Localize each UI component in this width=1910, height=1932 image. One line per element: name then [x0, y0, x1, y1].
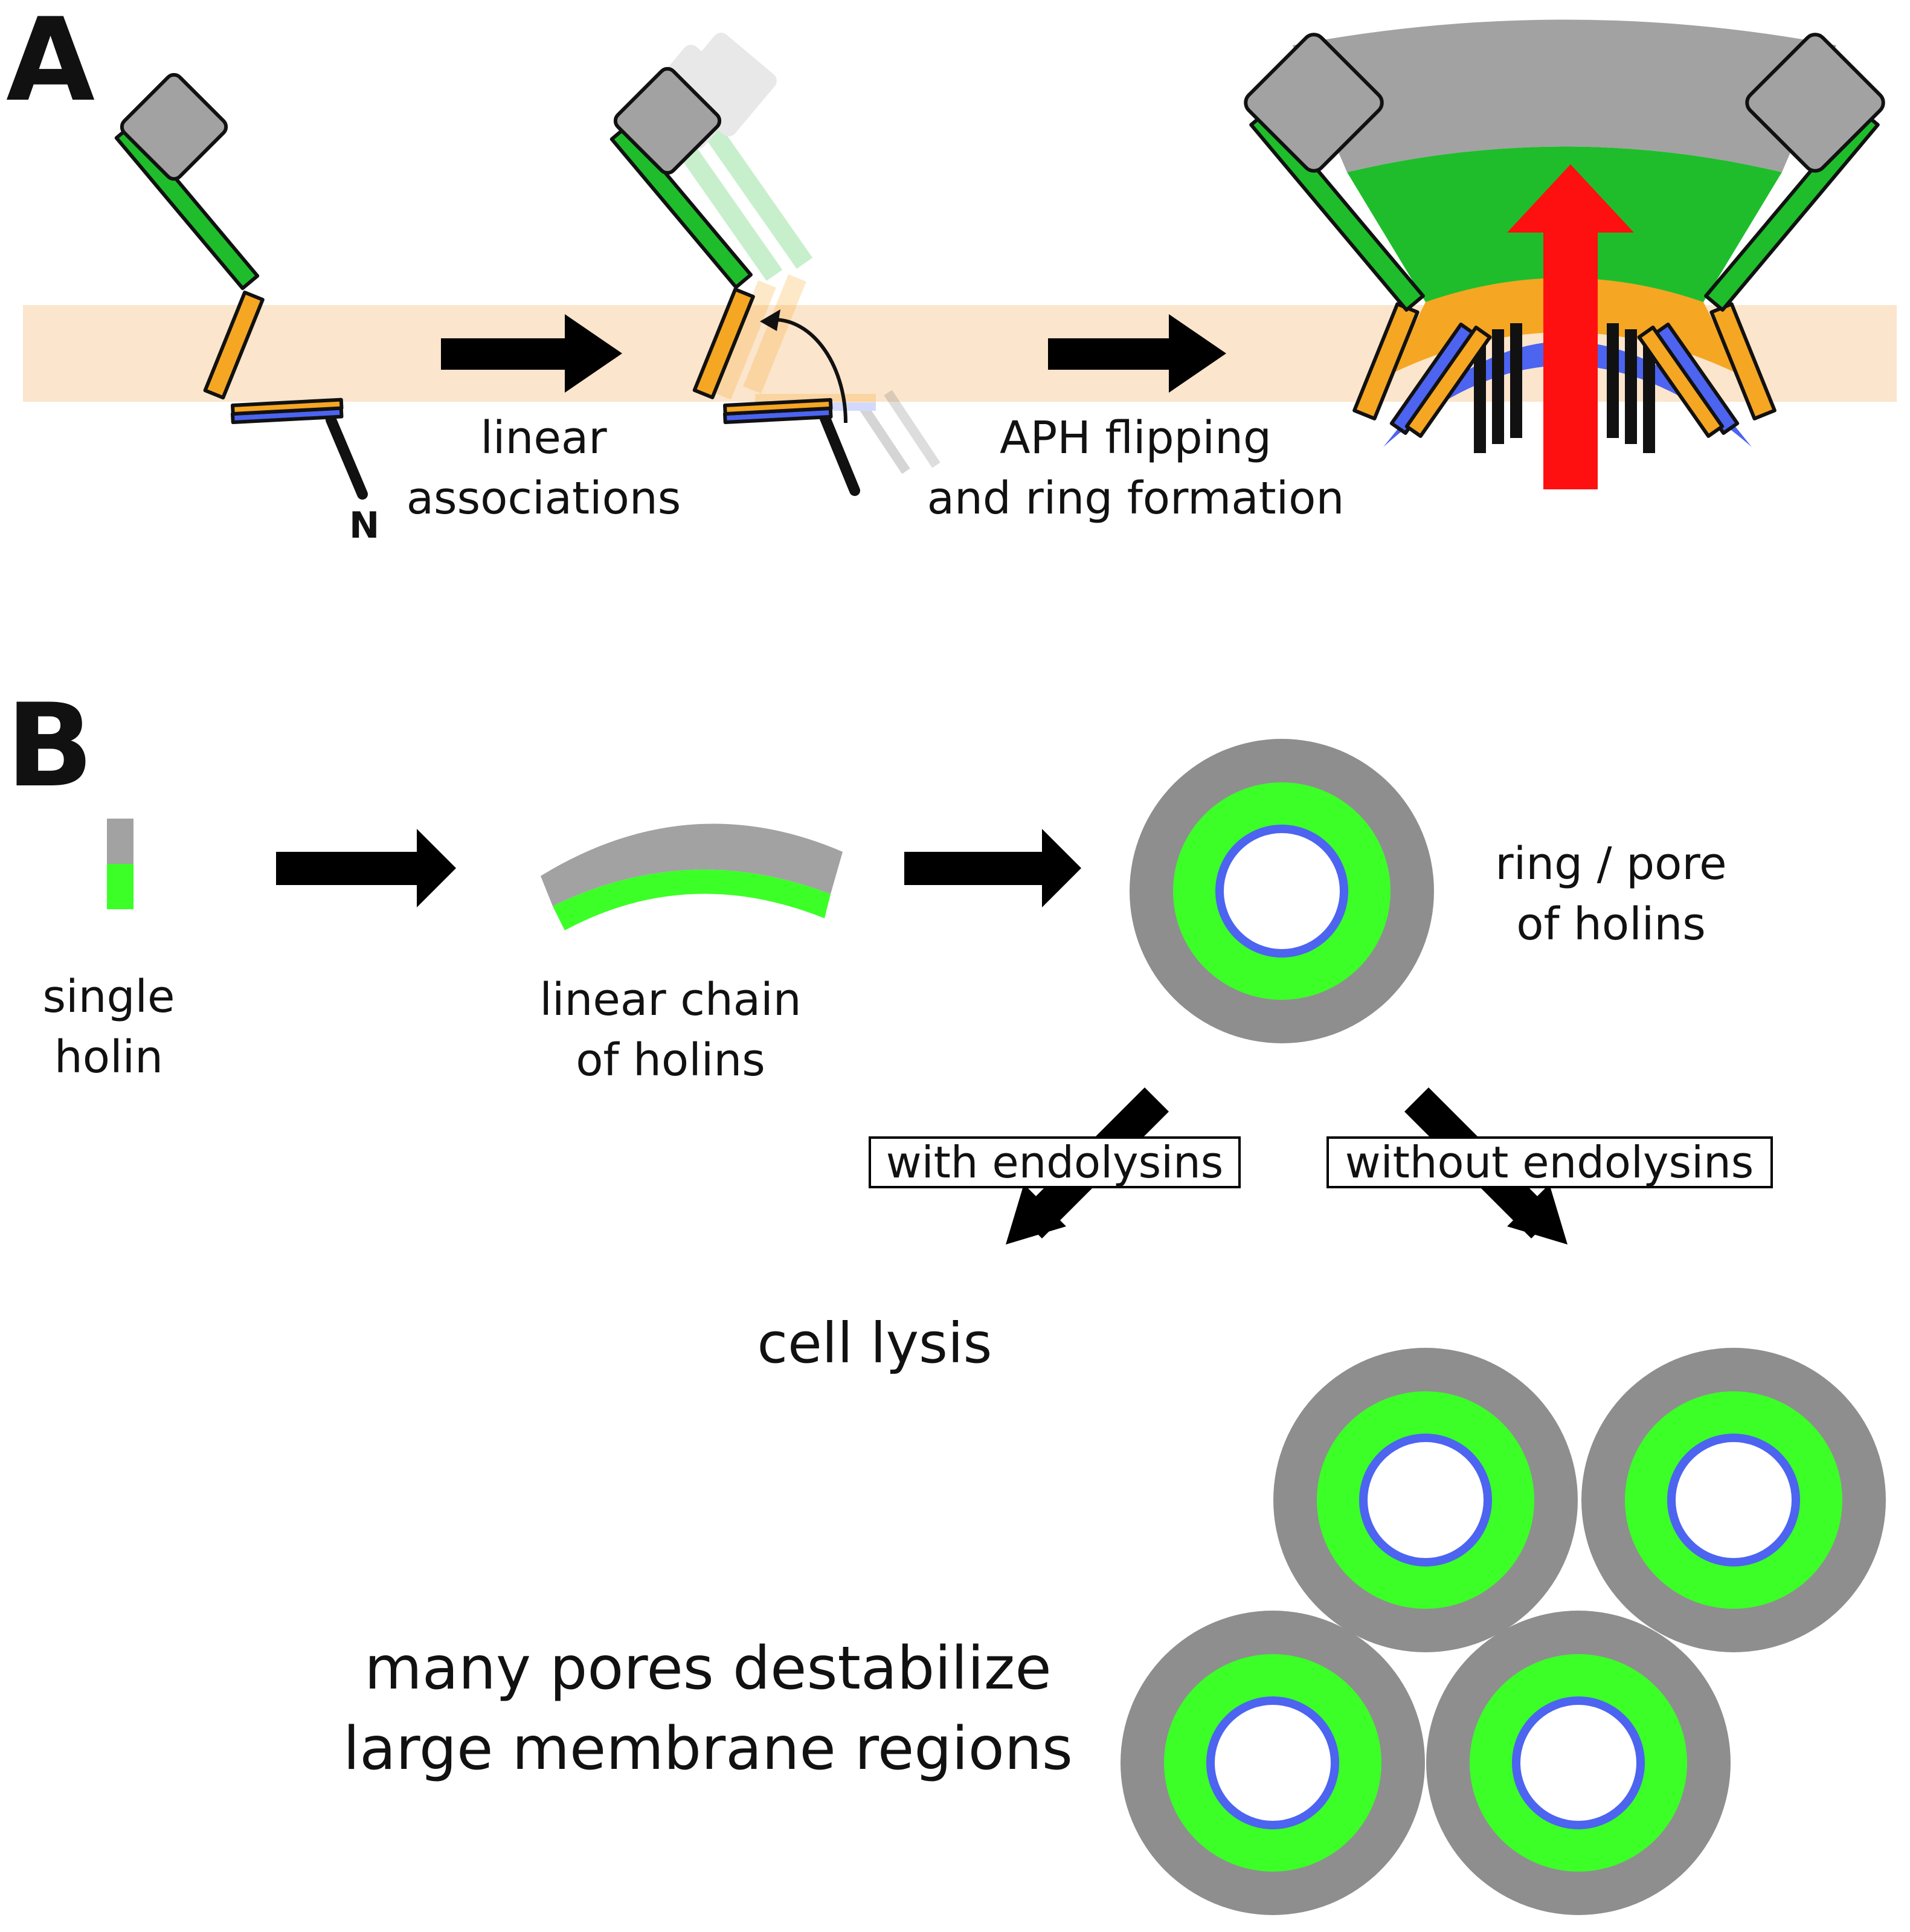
single-label-line1: single — [42, 971, 175, 1023]
with-endolysins-label: with endolysins — [886, 1137, 1224, 1188]
holin-monomer — [114, 72, 368, 500]
red-passage-arrow — [1507, 164, 1634, 489]
single-holin-grey — [107, 819, 133, 864]
ring-label-line2: of holins — [1516, 898, 1706, 950]
pore-top-right — [1581, 1348, 1886, 1652]
arrow-step1 — [441, 314, 622, 393]
chain-label-line1: linear chain — [539, 974, 801, 1026]
panel-b-label: B — [6, 679, 94, 813]
ring-label-line1: ring / pore — [1495, 838, 1726, 890]
many-pores-line1: many pores destabilize — [364, 1634, 1051, 1703]
panel-a-label: A — [6, 0, 95, 127]
without-endolysins-label: without endolysins — [1345, 1137, 1754, 1188]
flip-arrowhead — [760, 309, 780, 331]
ring-grey-layer — [1293, 19, 1836, 172]
step2-label-line1: APH flipping — [1000, 412, 1272, 464]
pore-bottom-left — [1121, 1611, 1425, 1915]
pore-top-left — [1273, 1348, 1578, 1652]
without-endolysins-box — [1326, 1136, 1773, 1188]
amphipathic-helix-orange — [231, 398, 344, 416]
step2-label-line2: and ring formation — [927, 472, 1345, 524]
pore-cluster — [1121, 1348, 1886, 1915]
n-terminus-label: N — [349, 504, 379, 547]
holin-with-ghosts — [609, 33, 941, 496]
chain-grey — [541, 823, 843, 906]
n-terminal-tails — [1474, 323, 1655, 453]
ring-pore — [1130, 739, 1434, 1043]
step1-label-line1: linear — [480, 412, 607, 464]
pore-ring-structure — [1244, 19, 1885, 489]
single-holin-green — [107, 864, 133, 909]
chain-label-line2: of holins — [576, 1034, 765, 1086]
flip-arrow — [767, 318, 847, 423]
many-pores-line2: large membrane regions — [343, 1715, 1073, 1783]
c-terminal-domain — [120, 72, 228, 181]
transmembrane-helix-orange — [203, 291, 265, 400]
single-label-line2: holin — [54, 1031, 163, 1083]
n-terminal-tail — [326, 414, 368, 500]
chain-green — [553, 869, 831, 930]
with-endolysins-box — [869, 1136, 1241, 1188]
panel-a: A N linear associations — [6, 0, 1897, 547]
step1-label-line2: associations — [407, 472, 681, 524]
arrow-step2 — [1048, 314, 1226, 393]
pore-bottom-right — [1426, 1611, 1731, 1915]
arrow-b1 — [276, 829, 456, 907]
arrow-b2 — [904, 829, 1081, 907]
ghost-holins — [643, 33, 941, 474]
cell-lysis-label: cell lysis — [757, 1311, 992, 1376]
panel-b: B single holin linear chain of holins ri… — [6, 679, 1886, 1915]
